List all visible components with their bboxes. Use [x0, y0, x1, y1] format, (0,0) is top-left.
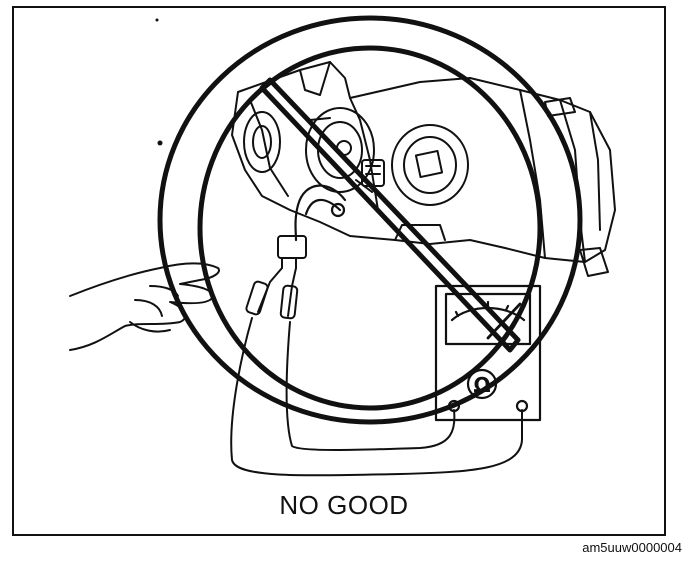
prohibition-sign [157, 15, 583, 425]
headlight-assembly [231, 61, 616, 277]
dot-mark [157, 140, 163, 146]
dot-mark [155, 18, 159, 22]
caption: NO GOOD [279, 490, 409, 520]
connector [277, 235, 307, 269]
right-lamp [391, 124, 469, 206]
left-lamp-socket [243, 111, 281, 173]
wiring-harness [294, 184, 347, 242]
figure-frame [12, 6, 666, 536]
figure-code: am5uuw0000004 [582, 540, 682, 555]
